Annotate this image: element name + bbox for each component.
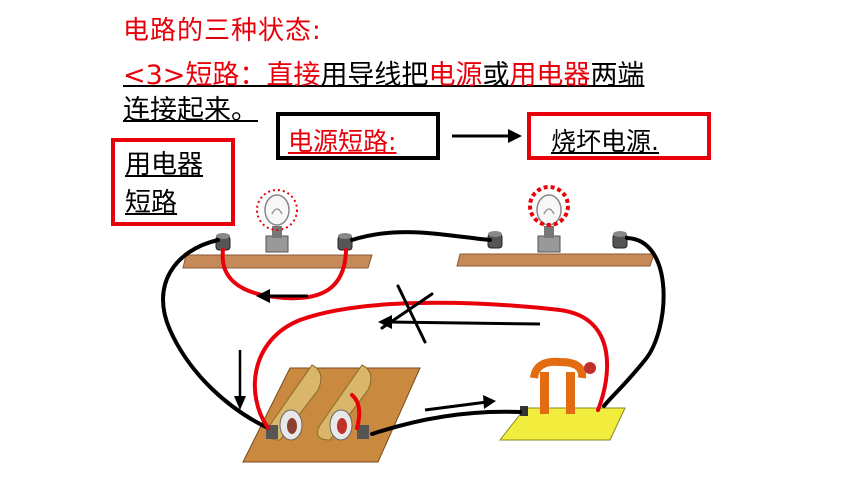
right-lamp-board — [456, 194, 655, 267]
battery-cell-left — [267, 364, 322, 441]
battery-cell-right — [317, 364, 372, 441]
definition-line-2: 连接起来。 — [123, 95, 258, 126]
burn-power-label: 烧坏电源. — [551, 127, 659, 156]
black-wires — [161, 230, 666, 436]
item-number: <3> — [123, 60, 186, 91]
appliance-term: 用电器 — [509, 60, 591, 91]
direct-term: 直接 — [266, 60, 321, 91]
slide-title: 电路的三种状态: — [123, 16, 322, 46]
definition-text-1: 用导线把 — [320, 60, 429, 91]
power-short-box: 电源短路: — [276, 112, 440, 160]
burn-power-box: 烧坏电源. — [527, 112, 711, 160]
definition-line-1: <3>短路：直接用导线把电源或用电器两端 — [123, 53, 644, 92]
left-lamp-glow — [256, 189, 298, 231]
or-text: 或 — [482, 60, 510, 91]
appliance-short-label-2: 短路 — [125, 188, 178, 218]
appliance-short-label-1: 用电器 — [125, 150, 204, 180]
left-lamp-board — [182, 194, 373, 269]
both-ends-text: 两端 — [590, 60, 645, 91]
power-source-term: 电源 — [428, 60, 483, 91]
power-short-label: 电源短路: — [288, 127, 397, 156]
blocked-path-cross — [380, 284, 434, 344]
result-arrow — [452, 129, 522, 143]
short-circuit-term: 短路： — [185, 60, 267, 91]
knife-switch — [498, 357, 626, 441]
battery-box — [242, 364, 421, 463]
current-arrows — [234, 289, 541, 412]
right-lamp-glow — [528, 185, 570, 227]
appliance-short-box: 用电器 短路 — [111, 138, 235, 226]
